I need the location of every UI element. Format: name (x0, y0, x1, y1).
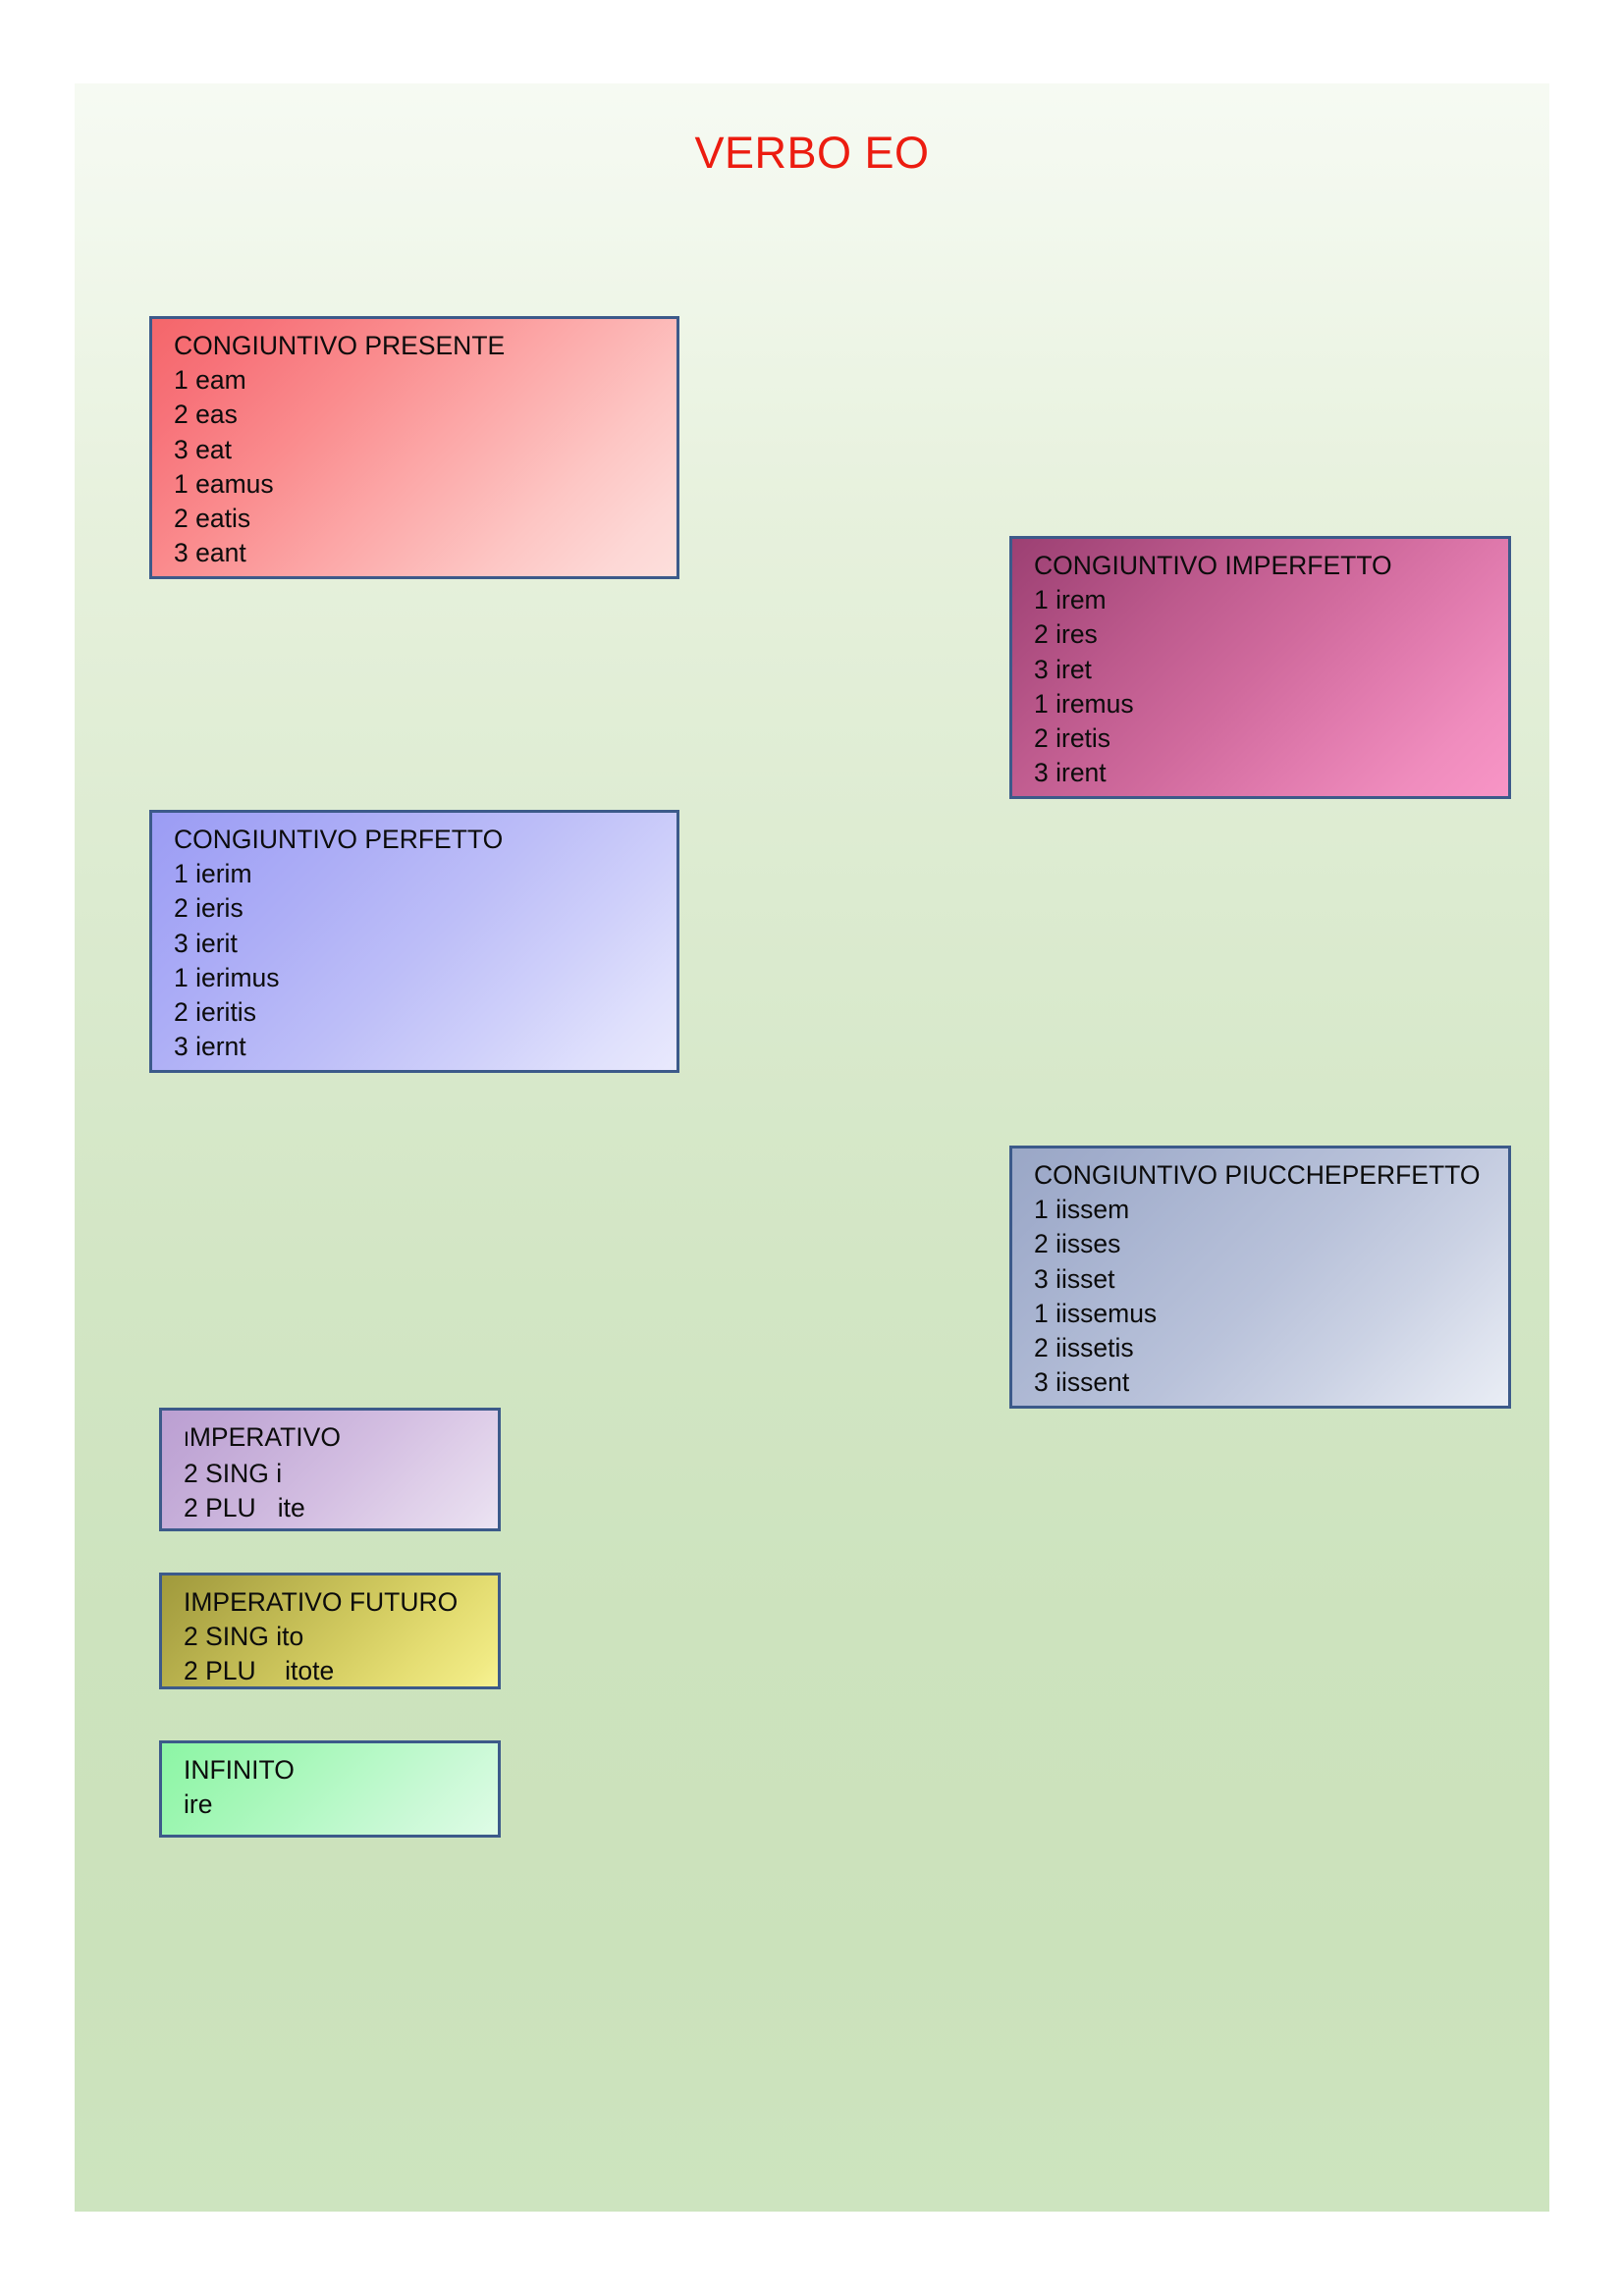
card-imperativo[interactable]: IMPERATIVO 2 SING i 2 PLU ite (159, 1408, 501, 1531)
conjugation-line: 3 eat (174, 434, 232, 464)
conjugation-line: 1 iissem (1034, 1195, 1130, 1225)
conjugation-line: 2 ieris (174, 893, 243, 924)
conjugation-line: 3 ierit (174, 928, 238, 958)
conjugation-line: 1 irem (1034, 585, 1107, 615)
conjugation-line: 1 eamus (174, 468, 274, 499)
card-title-initial: I (184, 1428, 189, 1451)
card-title: IMPERATIVO (184, 1420, 498, 1457)
card-congiuntivo-perfetto[interactable]: CONGIUNTIVO PERFETTO 1 ierim 2 ieris 3 i… (149, 810, 679, 1073)
card-title: IMPERATIVO FUTURO (184, 1587, 459, 1617)
page-title: VERBO EO (694, 128, 930, 178)
card-title-rest: MPERATIVO (189, 1422, 341, 1452)
conjugation-line: ire (184, 1789, 213, 1820)
conjugation-line: 3 iissent (1034, 1367, 1130, 1398)
conjugation-line: 3 irent (1034, 758, 1107, 788)
conjugation-line: 2 eas (174, 400, 238, 430)
conjugation-line: 2 iretis (1034, 723, 1111, 754)
conjugation-line: 1 ierim (174, 859, 252, 889)
card-congiuntivo-imperfetto[interactable]: CONGIUNTIVO IMPERFETTO 1 irem 2 ires 3 i… (1009, 536, 1511, 799)
conjugation-line: 2 SING ito (184, 1622, 304, 1652)
conjugation-line: 3 eant (174, 538, 246, 568)
conjugation-line: 2 eatis (174, 504, 251, 534)
conjugation-line: 2 ieritis (174, 997, 256, 1028)
conjugation-line: 3 iisset (1034, 1263, 1115, 1294)
card-title: CONGIUNTIVO PRESENTE (174, 331, 506, 360)
conjugation-line: 1 iremus (1034, 688, 1134, 719)
card-title: CONGIUNTIVO IMPERFETTO (1034, 551, 1392, 580)
card-congiuntivo-presente[interactable]: CONGIUNTIVO PRESENTE 1 eam 2 eas 3 eat 1… (149, 316, 679, 579)
conjugation-line: 3 iernt (174, 1032, 246, 1062)
card-congiuntivo-piuccheperfetto[interactable]: CONGIUNTIVO PIUCCHEPERFETTO 1 iissem 2 i… (1009, 1146, 1511, 1409)
conjugation-line: 2 iisses (1034, 1229, 1121, 1259)
conjugation-line: 1 ierimus (174, 962, 280, 992)
conjugation-line: 2 iissetis (1034, 1333, 1134, 1363)
conjugation-line: 2 SING i (184, 1459, 283, 1489)
card-title: INFINITO (184, 1755, 295, 1785)
card-title: CONGIUNTIVO PIUCCHEPERFETTO (1034, 1160, 1481, 1190)
conjugation-line: 1 iissemus (1034, 1298, 1158, 1328)
card-infinito[interactable]: INFINITO ire (159, 1740, 501, 1838)
card-imperativo-futuro[interactable]: IMPERATIVO FUTURO 2 SING ito 2 PLU itote (159, 1573, 501, 1689)
conjugation-line: 3 iret (1034, 654, 1092, 684)
card-title: CONGIUNTIVO PERFETTO (174, 825, 504, 854)
conjugation-line: 2 PLU itote (184, 1656, 335, 1686)
slide-canvas: VERBO EO CONGIUNTIVO PRESENTE 1 eam 2 ea… (75, 83, 1549, 2212)
conjugation-line: 2 ires (1034, 619, 1098, 650)
conjugation-line: 1 eam (174, 365, 246, 396)
conjugation-line: 2 PLU ite (184, 1493, 305, 1523)
